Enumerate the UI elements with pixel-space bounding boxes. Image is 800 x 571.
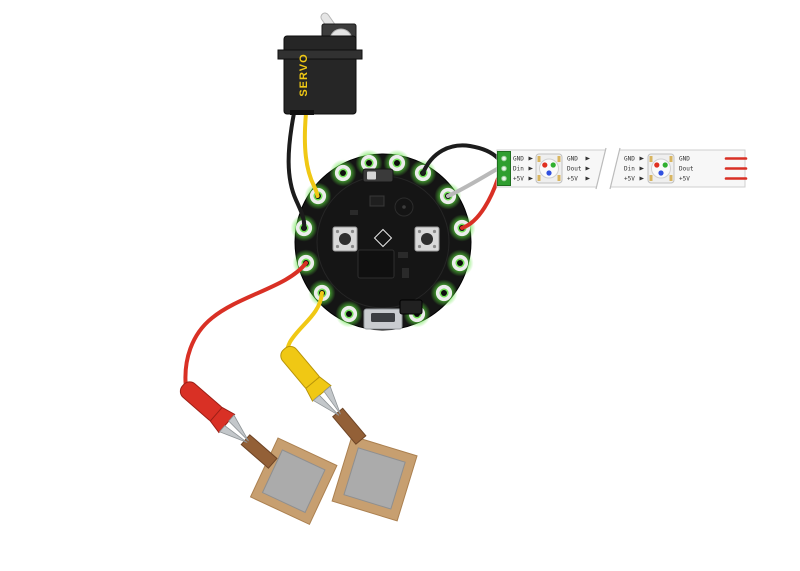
strip-label: GND: [679, 156, 690, 163]
strip-body: [496, 149, 746, 188]
servo-signal-wire: [302, 111, 320, 198]
strip-label: +5V: [567, 176, 578, 183]
buzzer-hole: [402, 205, 406, 209]
sensor-chip: [369, 195, 385, 207]
silkscreen-mark: [373, 228, 393, 248]
terminal-contact: [501, 155, 507, 162]
foil-center: [343, 447, 406, 510]
board-body: [294, 153, 472, 331]
strip-break: [596, 148, 620, 189]
smd-component: [402, 268, 409, 278]
strip-label: Dout: [567, 166, 582, 173]
copper-tab-left: [240, 434, 278, 469]
arrow-icon: [585, 166, 590, 171]
strip-break-line: [595, 147, 607, 190]
foil-center: [261, 449, 326, 514]
strip-label: Din: [513, 166, 524, 173]
arrow-icon: [585, 156, 590, 161]
strip-label: +5V: [624, 176, 635, 183]
mcu-chip: [357, 249, 395, 279]
push-button-a: [332, 226, 358, 252]
servo-body: [283, 35, 357, 115]
board-pad: [428, 277, 460, 309]
alligator-clip-red: [174, 375, 257, 452]
touch-pad-right: [331, 435, 418, 522]
slide-switch-knob: [367, 171, 376, 180]
terminal-contact: [501, 165, 507, 172]
servo-motor: SERVO: [277, 12, 363, 115]
servo-mount-flange: [277, 49, 363, 60]
servo-label: SERVO: [298, 53, 310, 96]
arrow-icon: [639, 156, 644, 161]
copper-tab-right: [332, 407, 367, 445]
strip-label: +5V: [513, 176, 524, 183]
touch-red-wire: [183, 261, 308, 390]
push-button-b: [414, 226, 440, 252]
led-pixel: [535, 153, 563, 184]
strip-data-wire: [446, 166, 500, 198]
strip-label: GND: [624, 156, 635, 163]
battery-connector: [399, 299, 423, 315]
circuit-playground-board: [288, 147, 478, 331]
usb-slot: [371, 313, 395, 322]
arrow-icon: [528, 166, 533, 171]
board-pad: [333, 298, 365, 330]
strip-power-wire: [460, 176, 500, 230]
wires: [183, 111, 500, 390]
strip-ground-wire: [421, 143, 500, 175]
smd-component: [398, 252, 408, 258]
strip-break-line: [609, 147, 621, 190]
arrow-icon: [528, 176, 533, 181]
terminal-contact: [501, 175, 507, 182]
servo-ground-wire: [286, 111, 307, 230]
board-pad: [444, 247, 476, 279]
arrow-icon: [585, 176, 590, 181]
servo-wire-exit: [290, 110, 314, 115]
strip-label: Din: [624, 166, 635, 173]
arrow-icon: [639, 166, 644, 171]
led-pixel: [647, 153, 675, 184]
alligator-clip-yellow: [274, 340, 350, 424]
arrow-icon: [639, 176, 644, 181]
board-pad: [327, 157, 359, 189]
strip-label: Dout: [679, 166, 694, 173]
neopixel-strip: GND Din +5V GND Dout +5V GND Din +5V GND…: [496, 147, 748, 190]
arrow-icon: [528, 156, 533, 161]
strip-label: GND: [567, 156, 578, 163]
strip-label: +5V: [679, 176, 690, 183]
smd-component: [350, 210, 358, 215]
strip-label: GND: [513, 156, 524, 163]
